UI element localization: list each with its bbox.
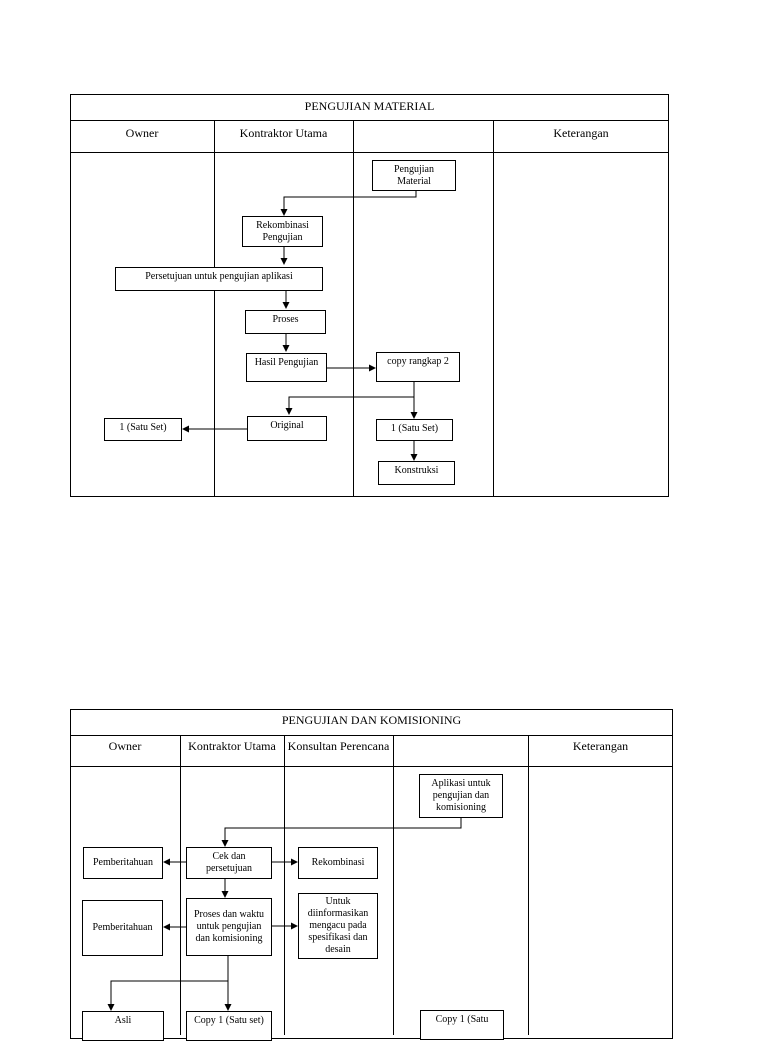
diagram2-col-divider — [393, 735, 394, 1035]
diagram2-header-owner: Owner — [108, 739, 142, 753]
node-satu-set-right: 1 (Satu Set) — [376, 419, 453, 441]
node-copy-satu: Copy 1 (Satu — [420, 1010, 504, 1040]
diagram2-header-keterangan: Keterangan — [572, 739, 629, 753]
diagram1-header-divider — [70, 152, 669, 153]
diagram1-col-divider — [214, 120, 215, 497]
node-copy-satu-set: Copy 1 (Satu set) — [186, 1011, 272, 1041]
node-copy-rangkap: copy rangkap 2 — [376, 352, 460, 382]
diagram2-col-divider — [180, 735, 181, 1035]
diagram2-title-divider — [70, 735, 673, 736]
node-hasil-pengujian: Hasil Pengujian — [246, 353, 327, 382]
node-cek-persetujuan: Cek dan persetujuan — [186, 847, 272, 879]
diagram2-header-kontraktor: Kontraktor Utama — [188, 739, 276, 753]
node-proses: Proses — [245, 310, 326, 334]
node-pemberitahuan-1: Pemberitahuan — [83, 847, 163, 879]
diagram1-title-divider — [70, 120, 669, 121]
diagram2-header-divider — [70, 766, 673, 767]
node-pengujian-material: Pengujian Material — [372, 160, 456, 191]
node-rekombinasi-pengujian: Rekombinasi Pengujian — [242, 216, 323, 247]
diagram2-header-konsultan: Konsultan Perencana — [287, 739, 390, 753]
diagram2-col-divider — [284, 735, 285, 1035]
diagram1-frame — [70, 94, 669, 497]
diagram1-header-kontraktor: Kontraktor Utama — [239, 126, 328, 140]
node-original: Original — [247, 416, 327, 441]
node-asli: Asli — [82, 1011, 164, 1041]
diagram2-title: PENGUJIAN DAN KOMISIONING — [281, 713, 462, 727]
diagram1-col-divider — [353, 120, 354, 497]
node-untuk-diinformasikan: Untuk diinformasikan mengacu pada spesif… — [298, 893, 378, 959]
node-aplikasi: Aplikasi untuk pengujian dan komisioning — [419, 774, 503, 818]
diagram1-col-divider — [493, 120, 494, 497]
node-proses-waktu: Proses dan waktu untuk pengujian dan kom… — [186, 898, 272, 956]
node-rekombinasi: Rekombinasi — [298, 847, 378, 879]
diagram1-header-keterangan: Keterangan — [553, 126, 609, 140]
node-pemberitahuan-2: Pemberitahuan — [82, 900, 163, 956]
node-persetujuan: Persetujuan untuk pengujian aplikasi — [115, 267, 323, 291]
node-satu-set-left: 1 (Satu Set) — [104, 418, 182, 441]
diagram1-header-owner: Owner — [125, 126, 159, 140]
diagram1-title: PENGUJIAN MATERIAL — [304, 99, 435, 113]
diagram2-col-divider — [528, 735, 529, 1035]
node-konstruksi: Konstruksi — [378, 461, 455, 485]
